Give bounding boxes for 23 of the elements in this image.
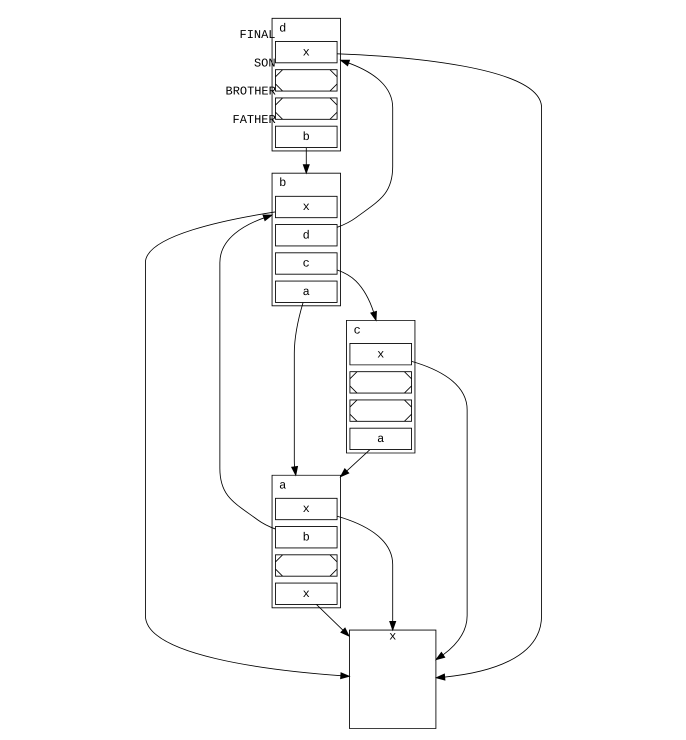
arrow xyxy=(144,212,350,680)
node-box: b xyxy=(274,526,338,548)
node-box: x xyxy=(348,343,412,366)
node-box: x xyxy=(274,498,338,520)
arrow xyxy=(410,360,468,660)
arrow xyxy=(316,604,350,638)
node-box: c xyxy=(274,252,338,275)
arrow xyxy=(302,147,310,174)
node-box: b xyxy=(274,126,338,148)
node-box: a xyxy=(348,428,412,450)
node-box: x xyxy=(274,582,338,605)
node-box: a xyxy=(274,280,338,303)
node-box: x xyxy=(274,41,338,64)
arrow xyxy=(336,60,393,228)
arrow xyxy=(339,449,370,478)
arrow xyxy=(290,302,303,477)
arrow xyxy=(336,516,396,632)
arrow xyxy=(336,53,542,681)
arrow xyxy=(218,214,276,530)
node-box: x xyxy=(274,196,338,218)
node-box: x xyxy=(348,630,436,729)
node-box: d xyxy=(274,224,338,246)
arrow xyxy=(336,270,376,322)
